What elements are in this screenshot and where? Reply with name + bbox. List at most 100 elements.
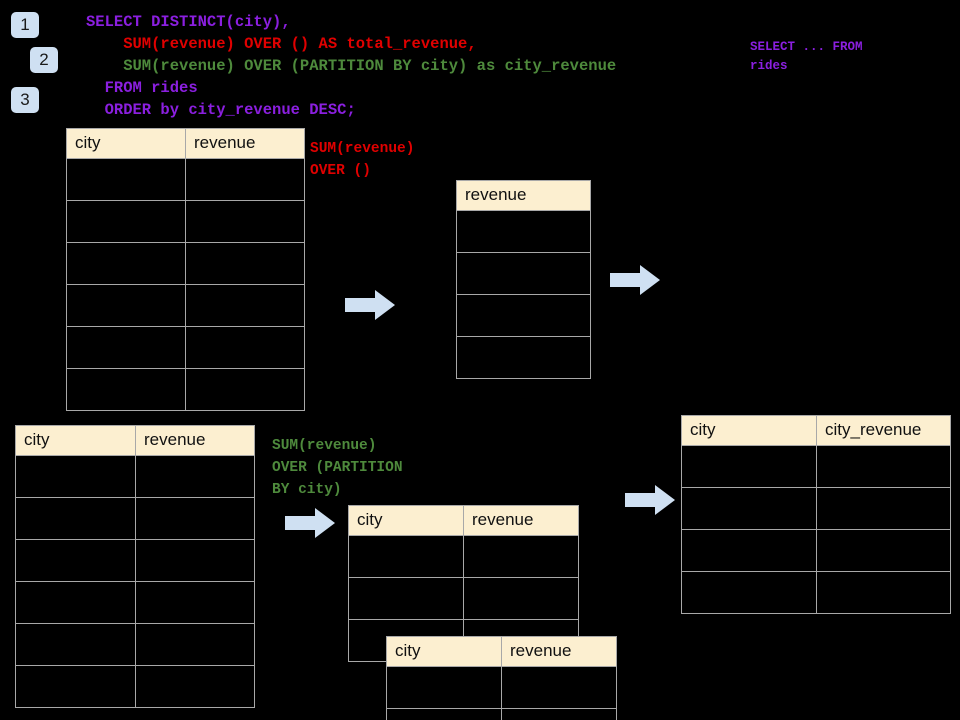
table-row bbox=[15, 665, 255, 708]
cell-revenue bbox=[185, 242, 305, 285]
table-row bbox=[66, 368, 305, 411]
cell-city bbox=[66, 200, 186, 243]
step-badge-1: 1 bbox=[11, 12, 39, 38]
column-header-city: city bbox=[386, 636, 502, 667]
column-header-city: city bbox=[15, 425, 136, 456]
column-header-city: city bbox=[66, 128, 186, 159]
cell-city bbox=[681, 571, 817, 614]
cell-city bbox=[348, 577, 464, 620]
table-result: city city_revenue bbox=[681, 415, 951, 614]
table-header-row: city revenue bbox=[15, 425, 255, 456]
cell-revenue bbox=[456, 294, 591, 337]
arrow-partition-to-result-icon bbox=[625, 485, 675, 515]
cell-city-revenue bbox=[816, 445, 951, 488]
sql-line-total-revenue: SUM(revenue) OVER () AS total_revenue, bbox=[86, 35, 477, 53]
cell-revenue bbox=[185, 200, 305, 243]
cell-city bbox=[66, 368, 186, 411]
cell-city bbox=[681, 445, 817, 488]
table-row bbox=[456, 336, 591, 379]
column-header-city: city bbox=[681, 415, 817, 446]
column-header-city: city bbox=[348, 505, 464, 536]
cell-city bbox=[15, 581, 136, 624]
cell-city bbox=[66, 158, 186, 201]
table-source-bottom: city revenue bbox=[15, 425, 255, 708]
step-badge-3: 3 bbox=[11, 87, 39, 113]
table-row bbox=[15, 581, 255, 624]
table-row bbox=[15, 497, 255, 540]
arrow-source-to-partition-icon bbox=[285, 508, 335, 538]
cell-city bbox=[66, 284, 186, 327]
table-total-revenue: revenue bbox=[456, 180, 591, 379]
cell-city bbox=[386, 666, 502, 709]
cell-revenue bbox=[456, 252, 591, 295]
column-header-revenue: revenue bbox=[501, 636, 617, 667]
table-row bbox=[681, 571, 951, 614]
cell-revenue bbox=[456, 336, 591, 379]
table-source-top: city revenue bbox=[66, 128, 305, 411]
cell-city bbox=[681, 487, 817, 530]
cell-city bbox=[15, 539, 136, 582]
cell-city bbox=[348, 535, 464, 578]
table-row bbox=[66, 284, 305, 327]
table-row bbox=[456, 294, 591, 337]
table-row bbox=[456, 252, 591, 295]
cell-revenue bbox=[185, 368, 305, 411]
cell-city bbox=[15, 497, 136, 540]
cell-revenue bbox=[135, 581, 255, 624]
sql-line-order-by: ORDER by city_revenue DESC; bbox=[86, 101, 356, 119]
cell-revenue bbox=[456, 210, 591, 253]
table-header-row: city revenue bbox=[386, 636, 617, 667]
cell-revenue bbox=[463, 577, 579, 620]
table-row bbox=[681, 445, 951, 488]
cell-city bbox=[15, 623, 136, 666]
cell-revenue bbox=[135, 623, 255, 666]
sql-line-from: FROM rides bbox=[86, 79, 198, 97]
table-row bbox=[15, 455, 255, 498]
cell-revenue bbox=[135, 665, 255, 708]
table-row bbox=[66, 326, 305, 369]
table-row bbox=[386, 708, 617, 720]
table-header-row: city city_revenue bbox=[681, 415, 951, 446]
cell-revenue bbox=[135, 455, 255, 498]
cell-revenue bbox=[135, 497, 255, 540]
table-row bbox=[681, 487, 951, 530]
column-header-revenue: revenue bbox=[463, 505, 579, 536]
cell-city bbox=[15, 455, 136, 498]
cell-revenue bbox=[463, 535, 579, 578]
cell-city bbox=[681, 529, 817, 572]
cell-revenue bbox=[185, 326, 305, 369]
table-row bbox=[66, 242, 305, 285]
table-row bbox=[348, 535, 579, 578]
cell-revenue bbox=[501, 708, 617, 720]
table-row bbox=[66, 200, 305, 243]
table-row bbox=[348, 577, 579, 620]
table-row bbox=[386, 666, 617, 709]
side-note-select-from-rides: SELECT ... FROM rides bbox=[750, 40, 863, 73]
cell-revenue bbox=[501, 666, 617, 709]
arrow-source-to-total-icon bbox=[345, 290, 395, 320]
step-badge-2: 2 bbox=[30, 47, 58, 73]
table-partition-front: city revenue bbox=[386, 636, 617, 720]
cell-city-revenue bbox=[816, 529, 951, 572]
cell-city bbox=[66, 242, 186, 285]
column-header-revenue: revenue bbox=[135, 425, 255, 456]
cell-city bbox=[66, 326, 186, 369]
cell-city bbox=[15, 665, 136, 708]
annotation-sum-over-empty: SUM(revenue) OVER () bbox=[310, 141, 415, 179]
table-row bbox=[681, 529, 951, 572]
table-row bbox=[66, 158, 305, 201]
sql-line-city-revenue: SUM(revenue) OVER (PARTITION BY city) as… bbox=[86, 57, 617, 75]
cell-revenue bbox=[185, 158, 305, 201]
sql-line-select: SELECT DISTINCT(city), bbox=[86, 13, 291, 31]
column-header-revenue: revenue bbox=[185, 128, 305, 159]
table-row bbox=[15, 623, 255, 666]
table-row bbox=[15, 539, 255, 582]
cell-revenue bbox=[135, 539, 255, 582]
table-row bbox=[456, 210, 591, 253]
cell-city bbox=[386, 708, 502, 720]
table-header-row: city revenue bbox=[348, 505, 579, 536]
cell-revenue bbox=[185, 284, 305, 327]
table-header-row: revenue bbox=[456, 180, 591, 211]
annotation-sum-over-partition: SUM(revenue) OVER (PARTITION BY city) bbox=[272, 438, 403, 498]
